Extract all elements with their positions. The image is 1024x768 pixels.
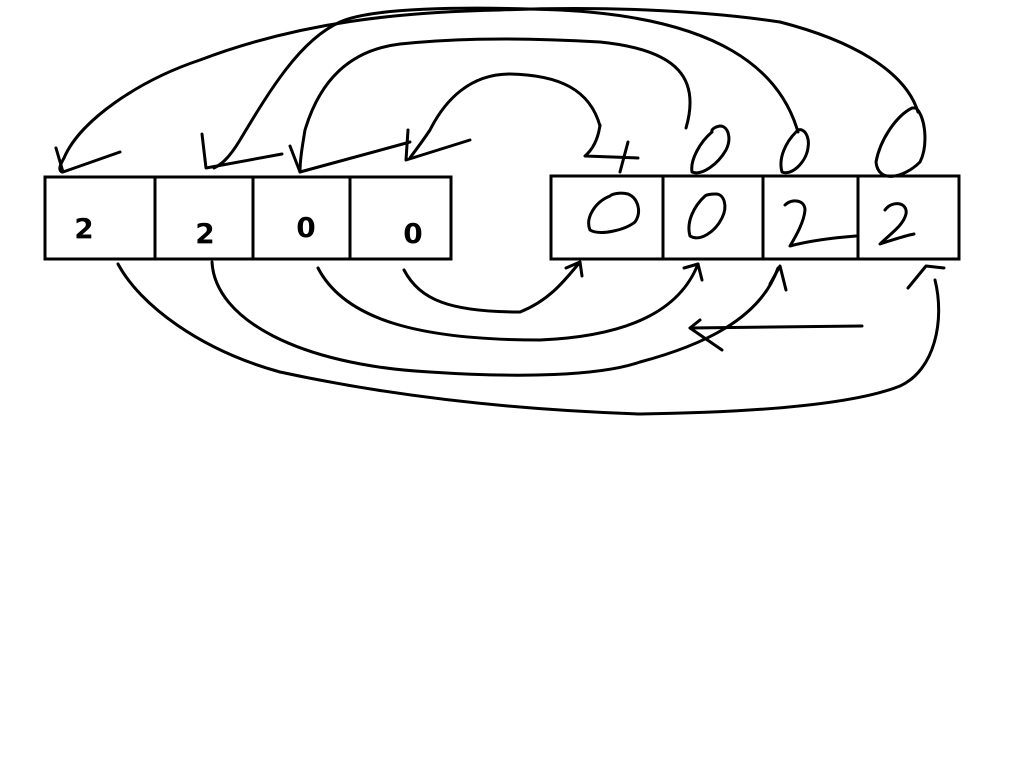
horizontal-arrow-left xyxy=(688,324,864,330)
above-mark-four xyxy=(583,123,640,174)
right-array xyxy=(549,174,961,261)
arrowhead-left-2 xyxy=(200,132,284,170)
right-array-above-marks xyxy=(583,106,927,178)
arrowhead-left-3 xyxy=(288,140,412,174)
arc-left-4-to-right-1 xyxy=(402,260,582,314)
right-cell-4-glyph-two xyxy=(878,202,916,246)
arc-left-1-to-right-4 xyxy=(116,262,941,416)
arrowhead-left-4 xyxy=(404,128,472,162)
left-array: 2 2 0 0 xyxy=(43,175,453,261)
arrowhead-right-4 xyxy=(906,264,946,290)
right-cell-1-glyph-zero xyxy=(587,191,640,234)
right-cell-2-glyph-zero xyxy=(687,192,727,240)
above-mark-zero-4 xyxy=(874,106,927,178)
arc-right-2-to-left-3 xyxy=(298,37,692,174)
left-cell-4-value: 0 xyxy=(403,217,422,250)
arrowhead-right-1 xyxy=(564,260,584,278)
right-array-frame xyxy=(549,174,961,261)
arc-right-3-to-left-2 xyxy=(212,6,800,170)
above-mark-zero-2 xyxy=(690,124,731,175)
right-cell-3-glyph-two xyxy=(783,199,858,248)
arrowhead-left-1 xyxy=(54,146,122,174)
arc-left-2-to-right-3 xyxy=(210,260,780,377)
arc-right-4-to-left-1 xyxy=(58,7,920,174)
left-cell-2-value: 2 xyxy=(195,217,214,250)
horizontal-arrowhead xyxy=(688,318,724,352)
arc-left-3-to-right-2 xyxy=(316,262,700,342)
arrowhead-right-3 xyxy=(768,264,788,292)
left-cell-1-value: 2 xyxy=(74,212,93,245)
above-mark-zero-3 xyxy=(779,128,810,175)
upper-arrows xyxy=(54,6,920,174)
left-array-frame xyxy=(43,175,453,261)
lower-arrows xyxy=(116,260,946,416)
left-cell-3-value: 0 xyxy=(296,211,315,244)
arc-four-to-left-4 xyxy=(408,72,602,160)
arrowhead-right-2 xyxy=(682,262,704,282)
